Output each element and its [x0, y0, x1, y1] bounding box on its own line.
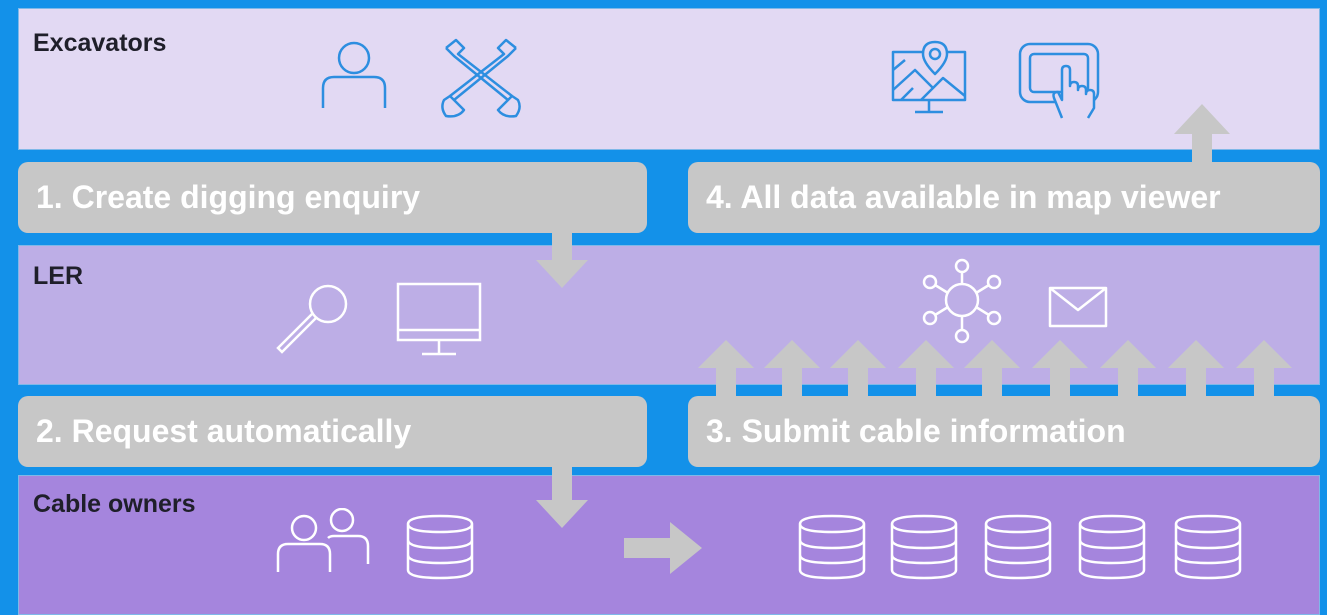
up-arrow-1 [698, 340, 754, 400]
database-icon [406, 514, 474, 580]
up-arrow-8 [1168, 340, 1224, 400]
up-arrow-3 [830, 340, 886, 400]
step-1-create-digging-enquiry: 1. Create digging enquiry [18, 162, 647, 233]
excavators-band: Excavators [18, 8, 1320, 150]
up-arrow-6 [1032, 340, 1088, 400]
database-icon [1174, 514, 1242, 580]
touch-tablet-icon [1018, 42, 1100, 119]
network-hub-icon [922, 258, 1002, 344]
step-4-all-data-available: 4. All data available in map viewer [688, 162, 1320, 233]
up-arrow-9 [1236, 340, 1292, 400]
up-arrow-map-viewer [1174, 104, 1230, 166]
magnifier-icon [276, 284, 348, 354]
excavators-title: Excavators [33, 29, 167, 57]
database-icon [984, 514, 1052, 580]
up-arrow-5 [964, 340, 1020, 400]
people-icon [276, 508, 370, 572]
crossed-shovels-icon [441, 38, 521, 118]
ler-band: LER [18, 245, 1320, 385]
up-arrows-submit [698, 340, 1292, 400]
database-icon [1078, 514, 1146, 580]
step-2-request-automatically: 2. Request automatically [18, 396, 647, 467]
up-arrow-4 [898, 340, 954, 400]
envelope-icon [1048, 286, 1108, 328]
monitor-icon [396, 282, 482, 356]
database-row [406, 514, 1242, 580]
down-arrow-request [536, 466, 588, 528]
ler-title: LER [33, 262, 83, 290]
up-arrow-7 [1100, 340, 1156, 400]
step-3-submit-cable-information: 3. Submit cable information [688, 396, 1320, 467]
person-icon [321, 41, 387, 108]
down-arrow-enquiry [536, 230, 588, 288]
right-arrow [624, 522, 702, 574]
up-arrow-2 [764, 340, 820, 400]
cable-owners-title: Cable owners [33, 490, 196, 518]
map-monitor-icon [891, 40, 967, 114]
database-icon [798, 514, 866, 580]
database-icon [890, 514, 958, 580]
